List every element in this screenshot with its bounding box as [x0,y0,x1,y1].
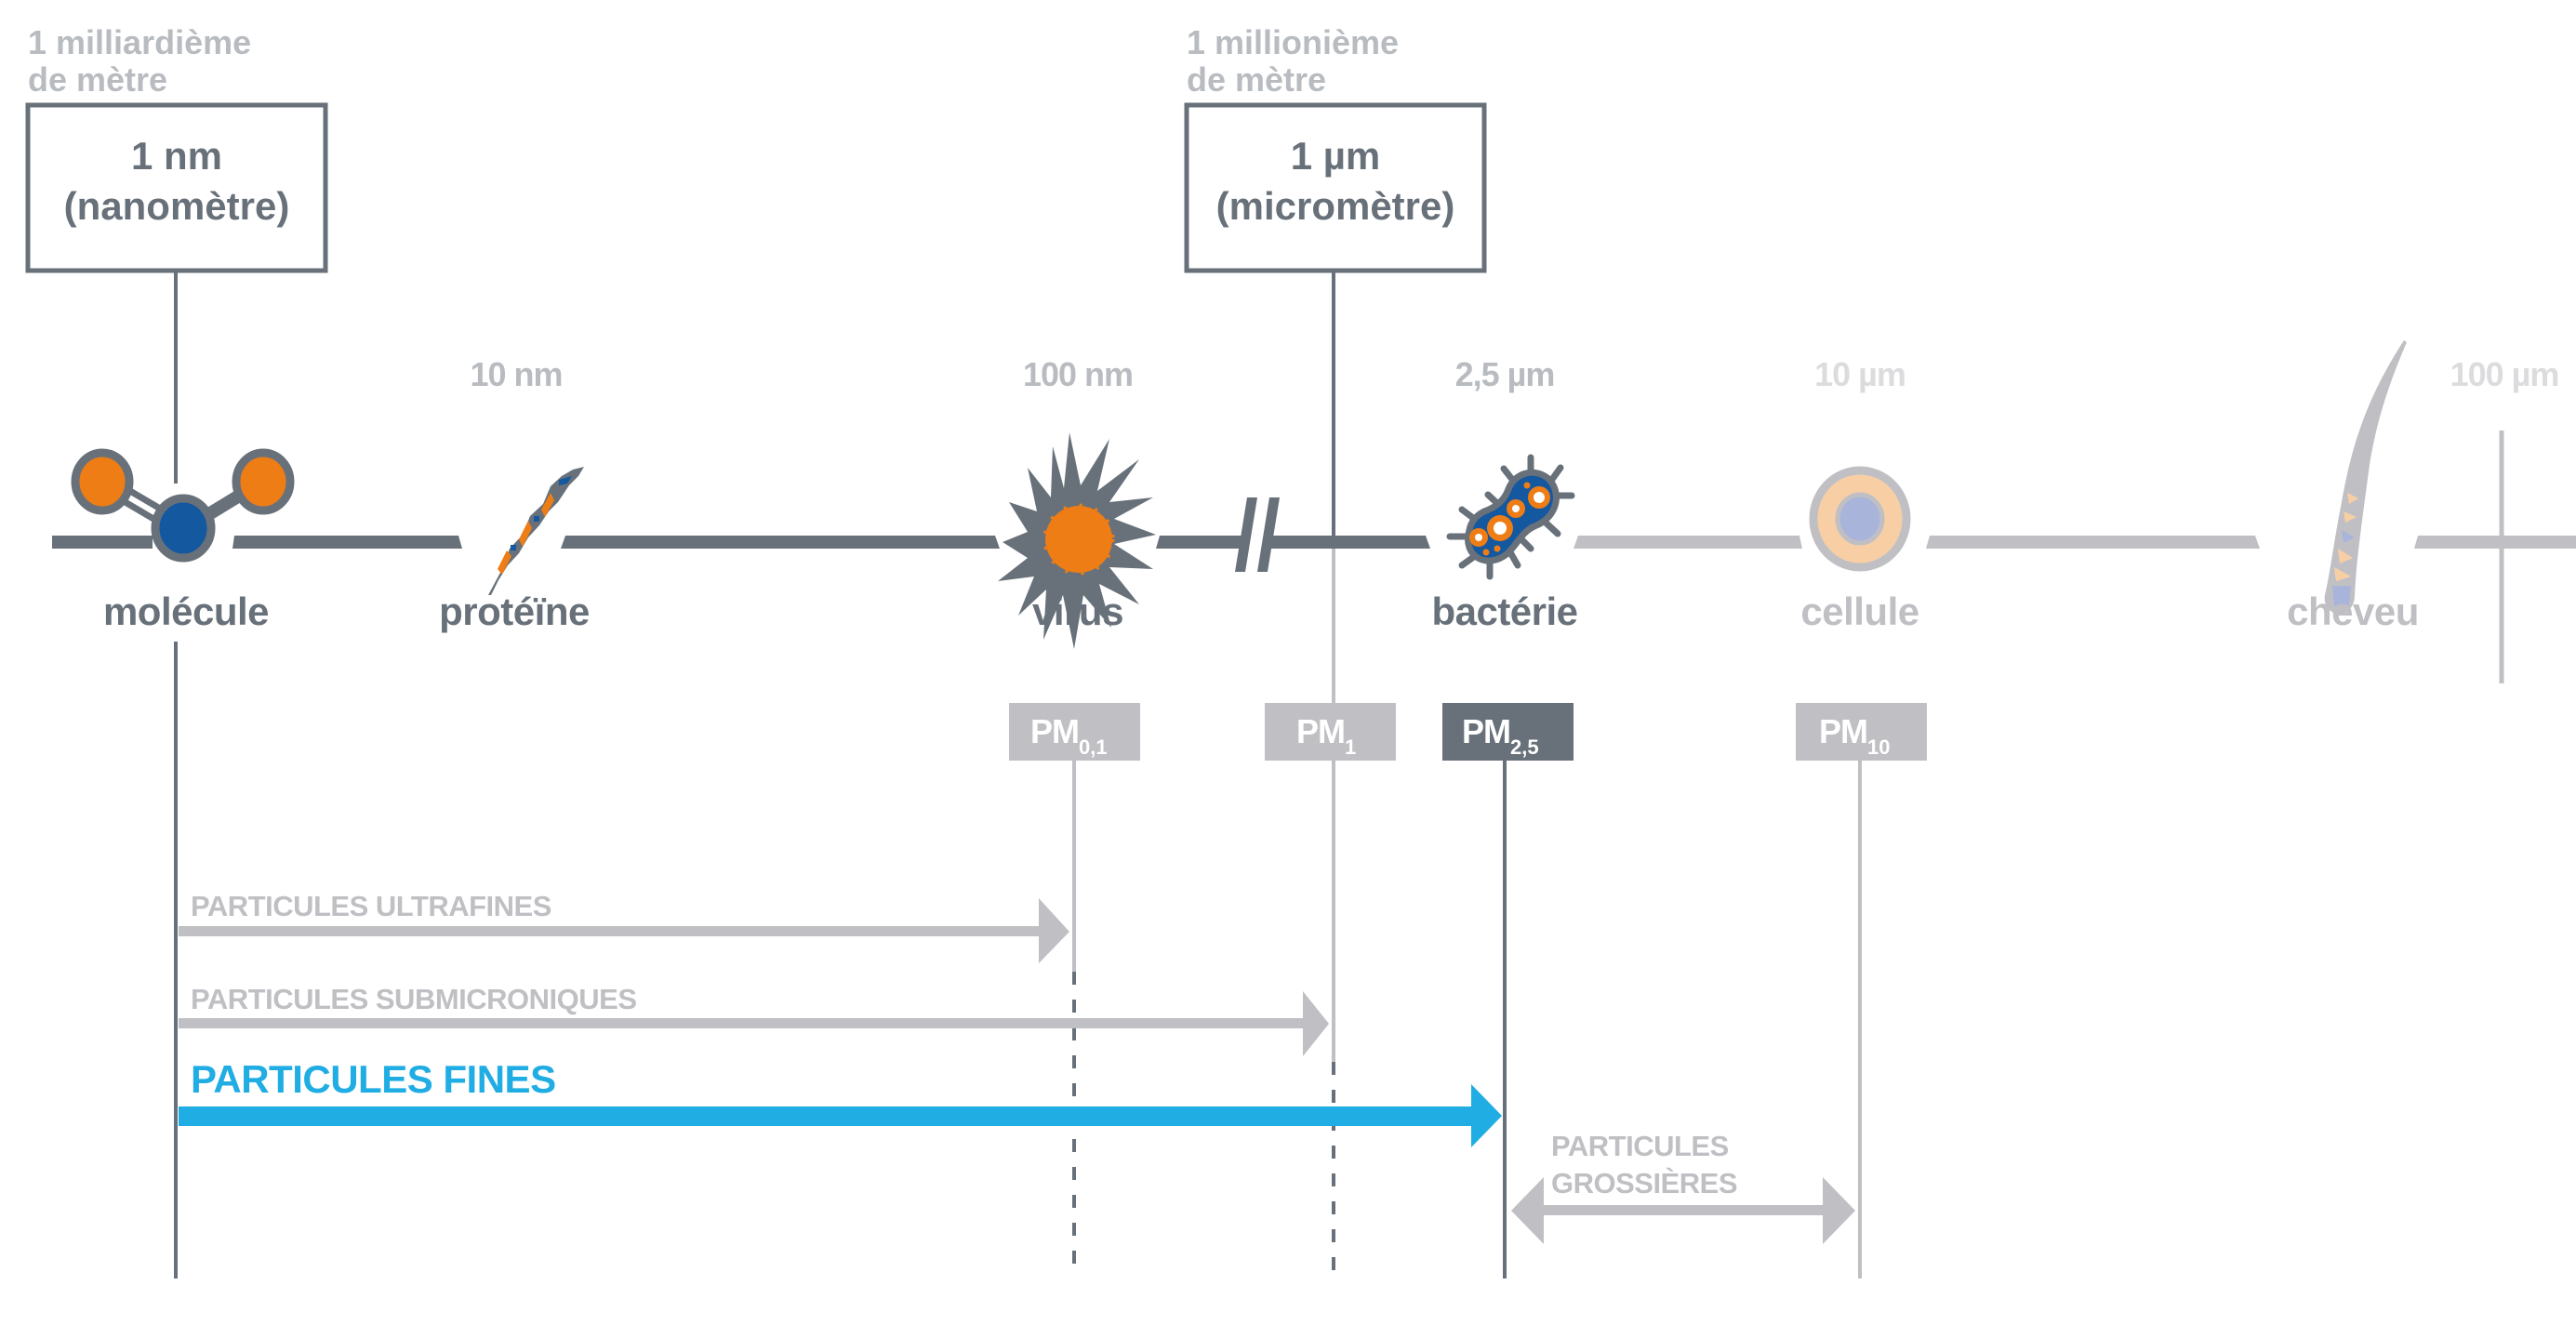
size-label: 10 µm [1814,355,1905,393]
pm-subscript: 0,1 [1079,735,1108,759]
pm-marker-pm01: PM0,1 [1009,703,1140,761]
axis-break-icon [1209,497,1334,572]
axis-segment [232,536,462,549]
pm-marker-pm10: PM10 [1796,703,1927,761]
reference-box [1184,102,1487,273]
hair-icon [2324,340,2407,614]
object-label: cheveu [2287,590,2419,633]
pm-marker-pm1: PM1 [1265,703,1396,761]
range-arrow-head-right [1823,1177,1855,1244]
axis-segment [1926,536,2260,549]
reference-box [25,102,328,273]
object-label: virus [1032,590,1123,633]
pm-marker-pm25: PM2,5 [1442,703,1573,761]
reference-value: 1 µm [1291,134,1381,178]
axis-segment [2414,536,2576,549]
reference-value: 1 nm [131,134,222,178]
range-label: PARTICULES SUBMICRONIQUES [191,983,637,1015]
range-grossieres: PARTICULES GROSSIÈRES [1511,1130,1855,1244]
range-submicroniques: PARTICULES SUBMICRONIQUES [179,983,1329,1056]
range-arrow-head [1471,1084,1502,1147]
range-arrow-head-left [1511,1177,1544,1244]
svg-text:PM2,5: PM2,5 [1462,712,1539,759]
object-label: protéïne [439,590,590,633]
svg-text:PM10: PM10 [1819,712,1890,759]
pm-base: PM [1296,712,1345,750]
axis-segment [1573,536,1802,549]
size-label: 100 nm [1023,355,1133,393]
size-label: 2,5 µm [1455,355,1555,393]
range-fines: PARTICULES FINES [179,1057,1502,1147]
reference-caption-line2: de mètre [28,60,167,99]
molecule-icon [71,448,295,563]
pm-subscript: 2,5 [1510,735,1539,759]
axis-segment [561,536,1000,549]
size-labels: 10 nm 100 nm 2,5 µm 10 µm 100 µm [470,355,2559,393]
virus-icon [998,432,1156,649]
size-label: 10 nm [470,355,562,393]
pm-base: PM [1819,712,1867,750]
range-arrow-shaft [179,1106,1490,1126]
axis-segment [52,536,153,549]
reference-caption-line2: de mètre [1187,60,1326,99]
pm-base: PM [1030,712,1079,750]
size-label: 100 µm [2450,355,2559,393]
range-arrow-head [1039,898,1069,963]
range-label-line1: PARTICULES [1551,1130,1729,1162]
vertical-lines [174,549,1862,1279]
pm-base: PM [1462,712,1510,750]
object-label: bactérie [1431,590,1577,633]
reference-unit-name: (nanomètre) [64,184,290,228]
range-arrow-shaft [179,1018,1308,1028]
svg-text:PM1: PM1 [1296,712,1356,759]
range-ultrafines: PARTICULES ULTRAFINES [179,890,1069,963]
scale-axis [52,431,2576,683]
range-arrow-head [1303,991,1329,1056]
object-label: molécule [103,590,269,633]
range-arrow-shaft [1542,1205,1832,1215]
cell-icon [1809,466,1911,572]
reference-caption-line1: 1 millionième [1187,23,1399,61]
object-labels: molécule protéïne virus bactérie cellule… [103,590,2419,633]
range-label: PARTICULES FINES [191,1057,556,1101]
pm-subscript: 10 [1867,735,1890,759]
object-label: cellule [1800,590,1919,633]
svg-text:PM0,1: PM0,1 [1030,712,1108,759]
reference-nanometre: 1 milliardième de mètre 1 nm (nanomètre) [25,23,328,484]
reference-unit-name: (micromètre) [1216,184,1455,228]
range-arrow-shaft [179,926,1043,936]
bacteria-icon [1446,454,1575,580]
reference-caption-line1: 1 milliardième [28,23,251,61]
range-label-line2: GROSSIÈRES [1551,1167,1737,1199]
pm-subscript: 1 [1345,735,1356,759]
reference-micrometre: 1 millionième de mètre 1 µm (micromètre) [1184,23,1487,549]
range-label: PARTICULES ULTRAFINES [191,890,551,922]
protein-icon [488,467,584,595]
